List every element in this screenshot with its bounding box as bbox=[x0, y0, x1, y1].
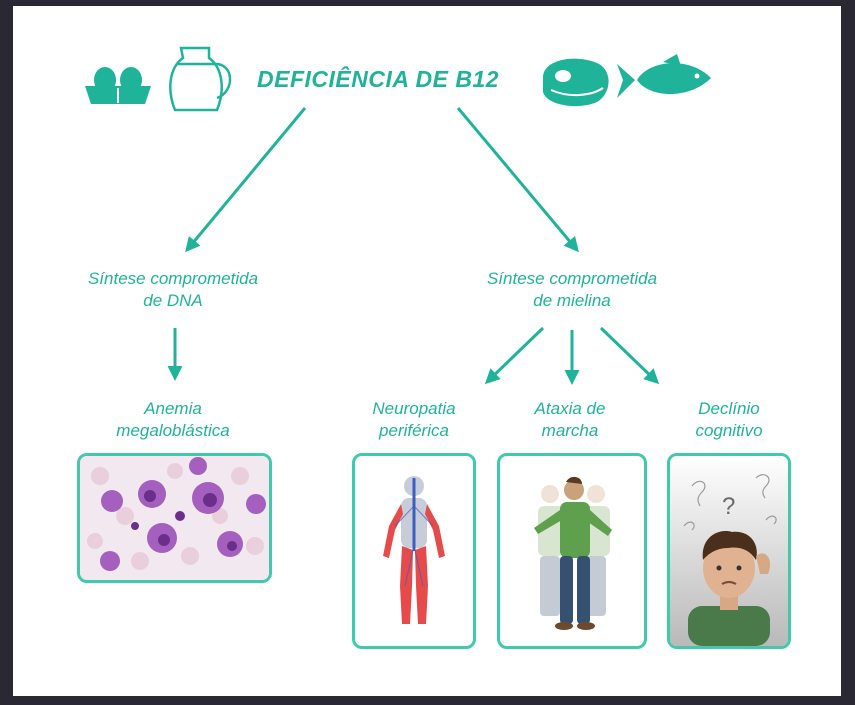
cognitive-decline-label: Declínio cognitivo bbox=[667, 398, 791, 442]
page-title: DEFICIÊNCIA DE B12 bbox=[257, 66, 500, 92]
arrow-to-mielina bbox=[456, 107, 579, 253]
cognitive-decline-label-line2: cognitivo bbox=[695, 421, 763, 440]
myelin-synthesis-label-line1: Síntese comprometida bbox=[486, 269, 658, 288]
arrow-to-neuropatia bbox=[484, 326, 545, 385]
confused-man-illustration: ? bbox=[670, 456, 788, 646]
milk-jug-icon bbox=[169, 46, 232, 112]
diagram-frame: DEFICIÊNCIA DE B12 Síntese comprometida … bbox=[13, 6, 841, 696]
anemia-label: Anemia megaloblástica bbox=[73, 398, 273, 442]
dna-synthesis-label-line2: de DNA bbox=[143, 291, 203, 310]
svg-text:?: ? bbox=[722, 493, 735, 520]
body-nerves-illustration bbox=[383, 476, 445, 624]
fish-icon bbox=[617, 54, 711, 98]
ataxia-panel bbox=[497, 453, 647, 649]
blood-smear-panel bbox=[77, 453, 272, 583]
ataxia-label-line2: marcha bbox=[541, 421, 599, 440]
diagram-canvas bbox=[85, 46, 711, 385]
dna-synthesis-label: Síntese comprometida de DNA bbox=[53, 268, 293, 312]
arrow-to-declinio bbox=[599, 326, 660, 385]
ataxia-label-line1: Ataxia de bbox=[534, 399, 606, 418]
neuropathy-label: Neuropatia periférica bbox=[351, 398, 477, 442]
cognitive-decline-panel: ? bbox=[667, 453, 791, 649]
anemia-label-line1: Anemia bbox=[144, 399, 202, 418]
arrows bbox=[167, 107, 660, 385]
arrow-to-dna bbox=[185, 107, 307, 253]
eggs-icon bbox=[85, 67, 151, 104]
neuropathy-label-line1: Neuropatia bbox=[372, 399, 456, 418]
anemia-label-line2: megaloblástica bbox=[116, 421, 230, 440]
ataxia-label: Ataxia de marcha bbox=[505, 398, 635, 442]
neuropathy-panel bbox=[352, 453, 476, 649]
myelin-synthesis-label-line2: de mielina bbox=[533, 291, 611, 310]
dna-synthesis-label-line1: Síntese comprometida bbox=[87, 269, 259, 288]
blood-smear-illustration bbox=[80, 456, 269, 580]
myelin-synthesis-label: Síntese comprometida de mielina bbox=[441, 268, 703, 312]
unsteady-walk-illustration bbox=[534, 476, 612, 630]
neuropathy-label-line2: periférica bbox=[379, 421, 449, 440]
cognitive-decline-label-line1: Declínio bbox=[698, 399, 760, 418]
meat-icon bbox=[543, 58, 609, 107]
